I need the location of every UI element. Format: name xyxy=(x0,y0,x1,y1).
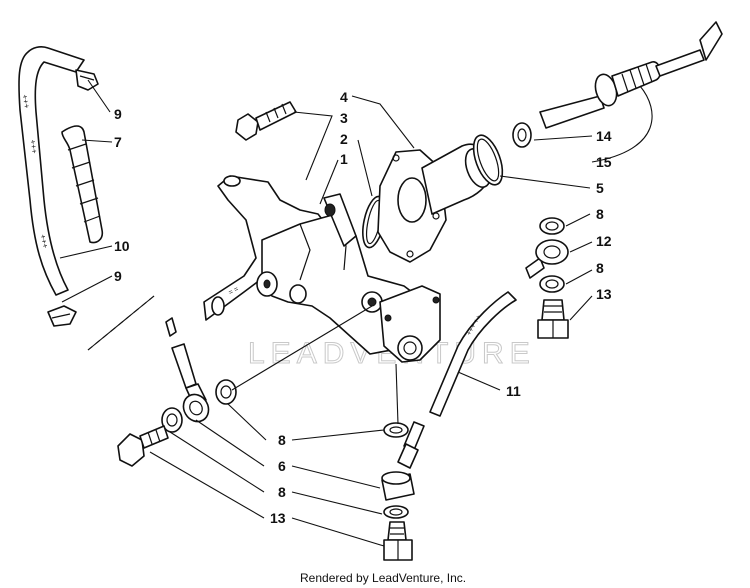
washer-14 xyxy=(512,122,532,148)
leader-lines xyxy=(59,79,653,547)
callout-14: 14 xyxy=(596,128,612,144)
drive-shaft xyxy=(539,21,723,129)
hose-clamp-upper xyxy=(75,69,99,91)
fitting-nipple-left xyxy=(165,317,197,389)
callout-10: 10 xyxy=(114,238,130,254)
svg-text:= =: = = xyxy=(228,286,240,297)
hose-clamp-lower xyxy=(47,305,77,327)
svg-text:+++: +++ xyxy=(38,234,50,250)
callout-11: 11 xyxy=(506,383,521,399)
washer-8-left-lower xyxy=(161,407,183,433)
callout-3: 3 xyxy=(340,110,348,126)
washer-8-lower-center xyxy=(383,505,409,519)
banjo-fitting-6-left xyxy=(182,383,210,423)
svg-text:+++: +++ xyxy=(20,94,31,110)
callout-13-lower: 13 xyxy=(270,510,286,526)
callout-9-lower: 9 xyxy=(114,268,122,284)
oil-pump-body xyxy=(256,193,441,363)
callout-8-right-lower: 8 xyxy=(596,260,604,276)
banjo-fitting-12 xyxy=(525,239,569,279)
spiral-wrap xyxy=(61,125,104,244)
callout-2: 2 xyxy=(340,131,348,147)
callout-9-upper: 9 xyxy=(114,106,122,122)
banjo-fitting-6-center xyxy=(381,471,415,501)
bolt-3 xyxy=(235,101,297,141)
washer-8-lower-right xyxy=(539,275,565,293)
callout-15: 15 xyxy=(596,154,612,170)
callout-12: 12 xyxy=(596,233,612,249)
callout-4: 4 xyxy=(340,89,348,105)
banjo-bolt-13-left xyxy=(117,425,169,467)
callout-8-lower: 8 xyxy=(278,484,286,500)
callout-8-right-upper: 8 xyxy=(596,206,604,222)
o-ring-5 xyxy=(472,134,504,186)
callout-8-center: 8 xyxy=(278,432,286,448)
callout-7: 7 xyxy=(114,134,122,150)
callout-5: 5 xyxy=(596,180,604,196)
washer-8-left-upper xyxy=(215,379,237,405)
svg-text:+++: +++ xyxy=(28,139,39,154)
callout-6: 6 xyxy=(278,458,286,474)
fitting-nipple-center xyxy=(397,421,425,469)
banjo-bolt-13-right xyxy=(537,299,569,339)
vent-hose: +++ +++ +++ xyxy=(18,45,85,296)
washer-8-upper-right xyxy=(539,217,565,235)
callout-13-right: 13 xyxy=(596,286,612,302)
washer-8-center xyxy=(383,422,409,438)
callout-1: 1 xyxy=(340,151,348,167)
banjo-bolt-13-center xyxy=(383,521,413,561)
footer-credit: Rendered by LeadVenture, Inc. xyxy=(300,571,466,585)
callout-labels: 9 7 10 9 4 3 2 1 14 15 5 8 12 8 13 11 8 … xyxy=(114,89,612,526)
